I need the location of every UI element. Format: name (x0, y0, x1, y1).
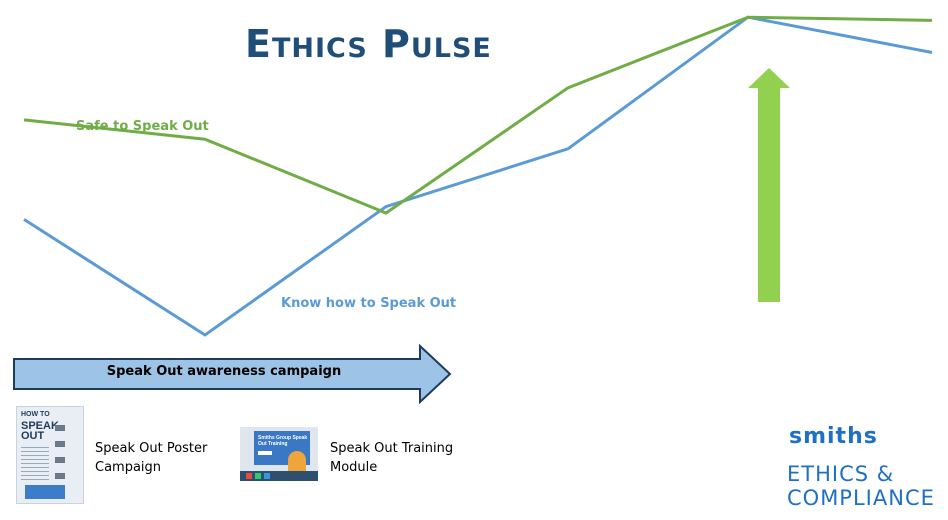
logo-line-2: COMPLIANCE (787, 486, 935, 510)
poster-icon (55, 457, 65, 463)
slide-title: Ethics Pulse (245, 22, 492, 66)
poster-thumbnail: HOW TO SPEAK OUT (16, 406, 84, 504)
series-label-safe: Safe to Speak Out (76, 119, 209, 134)
smiths-logo: smiths (789, 424, 878, 449)
poster-big-text: SPEAK OUT (21, 420, 59, 442)
desk-items (246, 473, 270, 479)
training-thumbnail: Smiths Group Speak Out Training (240, 427, 318, 481)
training-start-icon (258, 451, 272, 455)
series-line-0 (23, 15, 933, 215)
person-icon (288, 451, 306, 477)
poster-icon (55, 441, 65, 447)
poster-header: HOW TO (21, 411, 50, 418)
logo-line-1: ETHICS & (787, 462, 895, 486)
poster-caption: Speak Out Poster Campaign (95, 441, 208, 475)
poster-icon (55, 425, 65, 431)
poster-footer (25, 485, 65, 499)
training-screen-text: Smiths Group Speak Out Training (258, 435, 308, 447)
poster-icon (55, 473, 65, 479)
ethics-compliance-logo: ETHICS & COMPLIANCE (787, 462, 935, 510)
campaign-arrow-shape (13, 344, 452, 404)
series-line-1 (23, 15, 933, 337)
campaign-label: Speak Out awareness campaign (106, 364, 342, 379)
line-chart (23, 15, 933, 337)
series-label-know: Know how to Speak Out (281, 296, 457, 311)
up-arrow (748, 68, 790, 302)
poster-text-lines (21, 447, 49, 483)
training-caption: Speak Out Training Module (330, 441, 454, 475)
desk (240, 471, 318, 481)
campaign-arrow (13, 344, 452, 404)
up-arrow-shape (748, 68, 790, 302)
